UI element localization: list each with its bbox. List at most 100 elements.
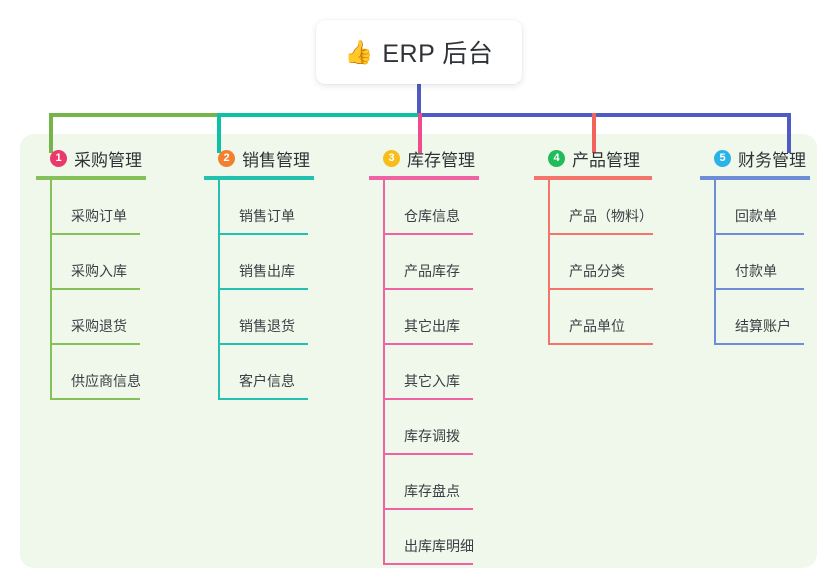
leaf-item-label: 库存盘点 xyxy=(404,483,460,499)
leaf-item-rule xyxy=(383,453,473,455)
connector-green-segment xyxy=(49,113,217,117)
leaf-item[interactable]: 采购入库 xyxy=(50,235,186,290)
leaf-item[interactable]: 供应商信息 xyxy=(50,345,186,400)
thumbs-up-icon: 👍 xyxy=(344,38,374,65)
column-number-badge: 3 xyxy=(383,149,400,167)
column-header-inventory[interactable]: 3 库存管理 xyxy=(369,146,519,170)
column-header-finance[interactable]: 5 财务管理 xyxy=(700,146,839,170)
leaf-item-label: 产品单位 xyxy=(569,318,625,334)
leaf-item-rule xyxy=(548,343,653,345)
leaf-item[interactable]: 回款单 xyxy=(714,180,839,235)
leaf-item-rule xyxy=(383,398,473,400)
leaf-item[interactable]: 库存盘点 xyxy=(383,455,519,510)
column-header-purchase[interactable]: 1 采购管理 xyxy=(36,146,186,170)
leaf-item-label: 产品库存 xyxy=(404,263,460,279)
leaf-item-label: 采购退货 xyxy=(71,318,127,334)
column-rule xyxy=(534,176,652,180)
column-number-badge: 1 xyxy=(50,149,67,167)
column-title: 采购管理 xyxy=(74,150,142,170)
leaf-item-rule xyxy=(218,288,308,290)
leaf-item-rule xyxy=(218,233,308,235)
column-spine xyxy=(383,180,385,565)
leaf-item-rule xyxy=(714,343,804,345)
column-title: 库存管理 xyxy=(407,150,475,170)
leaf-item[interactable]: 仓库信息 xyxy=(383,180,519,235)
column-spine xyxy=(50,180,52,400)
leaf-item[interactable]: 其它入库 xyxy=(383,345,519,400)
column-items: 产品（物料） 产品分类产品单位 xyxy=(534,180,694,345)
leaf-item-rule xyxy=(548,233,653,235)
leaf-item-rule xyxy=(218,343,308,345)
leaf-item-rule xyxy=(218,398,308,400)
leaf-item-label: 销售订单 xyxy=(239,208,295,224)
leaf-item[interactable]: 产品分类 xyxy=(548,235,694,290)
column-spine xyxy=(548,180,550,345)
column-rule xyxy=(204,176,314,180)
column-purchase: 1 采购管理采购订单采购入库采购退货供应商信息 xyxy=(36,146,186,400)
root-node-erp-backend[interactable]: 👍 ERP 后台 xyxy=(316,20,522,84)
root-node-title: ERP 后台 xyxy=(382,40,494,68)
leaf-item-rule xyxy=(50,288,140,290)
leaf-item-label: 结算账户 xyxy=(735,318,791,334)
leaf-item[interactable]: 销售出库 xyxy=(218,235,354,290)
leaf-item-rule xyxy=(383,288,473,290)
leaf-item[interactable]: 采购订单 xyxy=(50,180,186,235)
leaf-item-label: 仓库信息 xyxy=(404,208,460,224)
leaf-item[interactable]: 产品库存 xyxy=(383,235,519,290)
connector-trunk xyxy=(417,82,421,115)
leaf-item[interactable]: 产品单位 xyxy=(548,290,694,345)
column-number-badge: 2 xyxy=(218,149,235,167)
leaf-item[interactable]: 采购退货 xyxy=(50,290,186,345)
connector-drop-finance xyxy=(787,113,791,153)
leaf-item[interactable]: 产品（物料） xyxy=(548,180,694,235)
leaf-item-label: 客户信息 xyxy=(239,373,295,389)
column-spine xyxy=(218,180,220,400)
leaf-item-rule xyxy=(383,563,473,565)
column-items: 回款单付款单结算账户 xyxy=(700,180,839,345)
column-items: 采购订单采购入库采购退货供应商信息 xyxy=(36,180,186,400)
column-items: 销售订单销售出库销售退货客户信息 xyxy=(204,180,354,400)
leaf-item-label: 付款单 xyxy=(735,263,777,279)
connector-blue-segment xyxy=(418,113,789,117)
leaf-item[interactable]: 销售订单 xyxy=(218,180,354,235)
connector-drop-product xyxy=(592,113,596,153)
connector-drop-inventory xyxy=(418,113,422,153)
diagram-background-panel xyxy=(20,134,817,568)
leaf-item-label: 销售退货 xyxy=(239,318,295,334)
leaf-item-label: 供应商信息 xyxy=(71,373,141,389)
leaf-item-rule xyxy=(714,288,804,290)
leaf-item-rule xyxy=(714,233,804,235)
column-inventory: 3 库存管理仓库信息产品库存其它出库其它入库库存调拨库存盘点出库库明细 xyxy=(369,146,519,565)
leaf-item[interactable]: 客户信息 xyxy=(218,345,354,400)
leaf-item-label: 回款单 xyxy=(735,208,777,224)
leaf-item-label: 销售出库 xyxy=(239,263,295,279)
column-product: 4 产品管理产品（物料） 产品分类产品单位 xyxy=(534,146,694,345)
leaf-item[interactable]: 销售退货 xyxy=(218,290,354,345)
column-spine xyxy=(714,180,716,345)
column-title: 财务管理 xyxy=(738,150,806,170)
leaf-item[interactable]: 其它出库 xyxy=(383,290,519,345)
column-header-product[interactable]: 4 产品管理 xyxy=(534,146,694,170)
leaf-item-rule xyxy=(50,233,140,235)
leaf-item[interactable]: 付款单 xyxy=(714,235,839,290)
leaf-item-rule xyxy=(383,508,473,510)
leaf-item-label: 采购入库 xyxy=(71,263,127,279)
column-rule xyxy=(369,176,479,180)
leaf-item-label: 库存调拨 xyxy=(404,428,460,444)
column-number-badge: 4 xyxy=(548,149,565,167)
leaf-item-label: 产品分类 xyxy=(569,263,625,279)
column-rule xyxy=(36,176,146,180)
leaf-item[interactable]: 结算账户 xyxy=(714,290,839,345)
column-title: 产品管理 xyxy=(572,150,640,170)
leaf-item-rule xyxy=(50,343,140,345)
leaf-item[interactable]: 出库库明细 xyxy=(383,510,519,565)
column-number-badge: 5 xyxy=(714,149,731,167)
connector-teal-segment xyxy=(217,113,418,117)
leaf-item[interactable]: 库存调拨 xyxy=(383,400,519,455)
connector-drop-purchase xyxy=(49,113,53,153)
leaf-item-rule xyxy=(548,288,653,290)
leaf-item-rule xyxy=(383,233,473,235)
leaf-item-label: 采购订单 xyxy=(71,208,127,224)
